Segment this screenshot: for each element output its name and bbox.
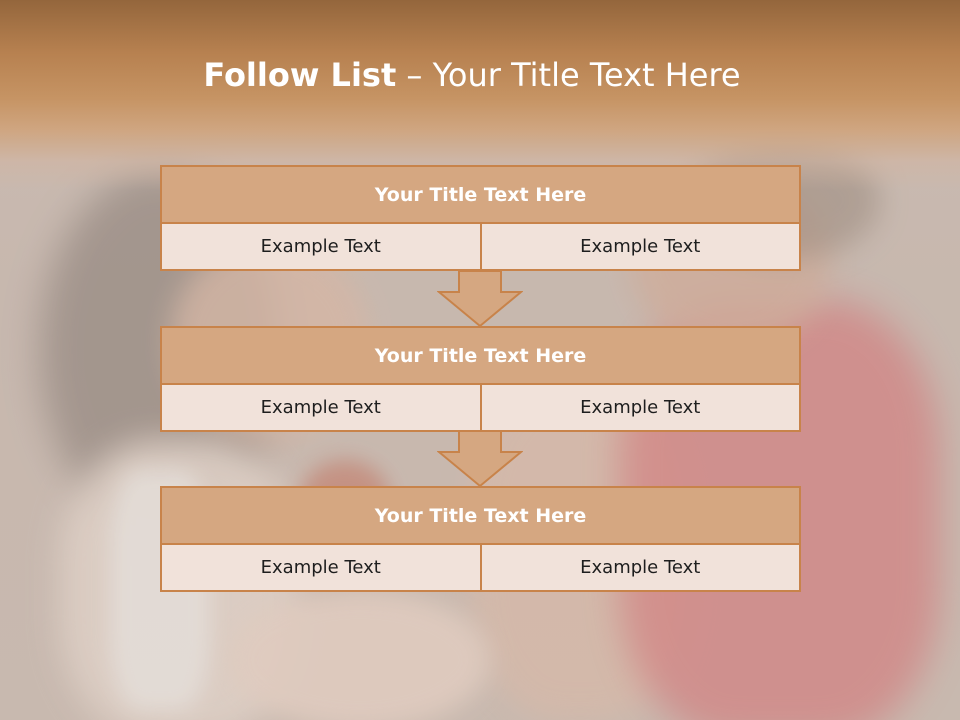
step-box-2[interactable]: Your Title Text Here Example Text Exampl… — [160, 326, 801, 432]
step-box-1[interactable]: Your Title Text Here Example Text Exampl… — [160, 165, 801, 271]
step-3-left-text[interactable]: Example Text — [162, 545, 480, 590]
photo-region-hands — [230, 590, 490, 720]
slide-title-bold: Follow List — [203, 56, 397, 94]
slide-title[interactable]: Follow List – Your Title Text Here — [0, 52, 944, 98]
step-row-2: Example Text Example Text — [162, 385, 799, 430]
down-arrow-icon — [437, 430, 523, 488]
step-row-1: Example Text Example Text — [162, 224, 799, 269]
step-row-3: Example Text Example Text — [162, 545, 799, 590]
step-3-right-text[interactable]: Example Text — [479, 545, 799, 590]
slide-title-rest: – Your Title Text Here — [396, 56, 741, 94]
step-title-3[interactable]: Your Title Text Here — [162, 488, 799, 545]
down-arrow-icon — [437, 270, 523, 328]
step-2-left-text[interactable]: Example Text — [162, 385, 480, 430]
step-1-left-text[interactable]: Example Text — [162, 224, 480, 269]
step-box-3[interactable]: Your Title Text Here Example Text Exampl… — [160, 486, 801, 592]
step-title-1[interactable]: Your Title Text Here — [162, 167, 799, 224]
step-1-right-text[interactable]: Example Text — [479, 224, 799, 269]
step-title-2[interactable]: Your Title Text Here — [162, 328, 799, 385]
step-2-right-text[interactable]: Example Text — [479, 385, 799, 430]
header-band — [0, 0, 960, 190]
